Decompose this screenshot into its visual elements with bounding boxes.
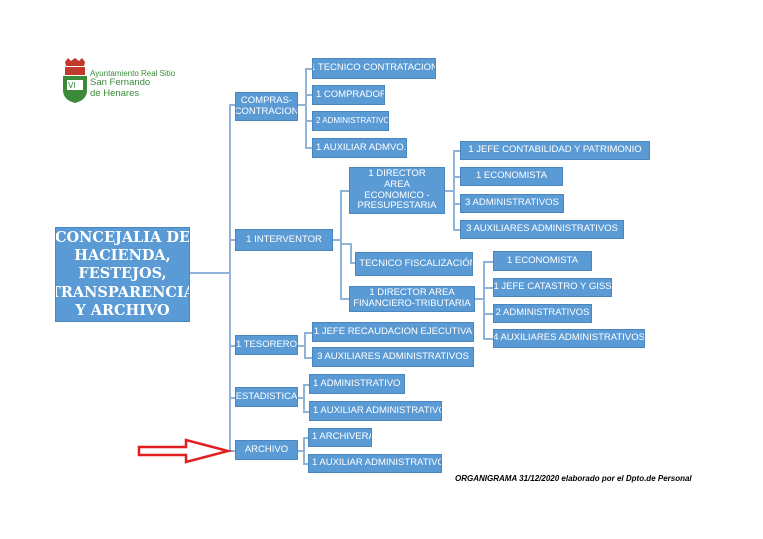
economico-item-1: 1 JEFE CONTABILIDAD Y PATRIMONIO [460, 141, 650, 160]
root-node: CONCEJALIA DE HACIENDA, FESTEJOS, TRANSP… [55, 227, 190, 322]
financiero-item-3: 2 ADMINISTRATIVOS [493, 304, 592, 323]
tesorero-item-1: 1 JEFE RECAUDACION EJECUTIVA [312, 322, 474, 342]
tecnico-fiscalizacion: 1 TECNICO FISCALIZACIÓN [355, 252, 473, 276]
dept-tesorero: 1 TESORERO [235, 335, 298, 355]
estadistica-item-1: 1 ADMINISTRATIVO [309, 374, 405, 394]
estadistica-item-2: 1 AUXILIAR ADMINISTRATIVO [309, 401, 442, 421]
crest-icon: VI [63, 58, 87, 103]
director-financiero: 1 DIRECTOR AREA FINANCIERO-TRIBUTARIA [349, 286, 475, 312]
compras-item-4: 1 AUXILIAR ADMVO. [312, 138, 407, 158]
council-logo: VI Ayuntamiento Real Sitio San Fernando … [60, 58, 190, 104]
compras-item-3: 2 ADMINISTRATIVOS [312, 111, 389, 131]
economico-item-3: 3 ADMINISTRATIVOS [460, 194, 564, 213]
svg-text:VI: VI [68, 81, 76, 90]
dept-estadistica: ESTADISTICA [235, 387, 298, 407]
dept-interventor: 1 INTERVENTOR [235, 229, 333, 251]
director-economico: 1 DIRECTOR AREA ECONOMICO - PRESUPESTARI… [349, 167, 445, 214]
caption: ORGANIGRAMA 31/12/2020 elaborado por el … [455, 474, 692, 483]
financiero-item-4: 4 AUXILIARES ADMINISTRATIVOS [493, 329, 645, 348]
logo-line-1: Ayuntamiento Real Sitio [90, 69, 176, 78]
dept-archivo: ARCHIVO [235, 440, 298, 460]
dept-compras: COMPRAS-CONTRACION [235, 92, 298, 121]
archivo-item-1: 1 ARCHIVERA [308, 428, 372, 447]
tesorero-item-2: 3 AUXILIARES ADMINISTRATIVOS [312, 347, 474, 367]
logo-line-2: San Fernando [90, 77, 151, 89]
economico-item-2: 1 ECONOMISTA [460, 167, 563, 186]
financiero-item-2: 1 JEFE CATASTRO Y GISS [493, 278, 612, 297]
logo-line-3: de Henares [90, 88, 140, 100]
compras-item-1: 1 TECNICO CONTRATACION [312, 58, 436, 79]
financiero-item-1: 1 ECONOMISTA [493, 251, 592, 271]
archivo-item-2: 1 AUXILIAR ADMINISTRATIVO [308, 454, 442, 473]
economico-item-4: 3 AUXILIARES ADMINISTRATIVOS [460, 220, 624, 239]
compras-item-2: 1 COMPRADOR [312, 85, 385, 105]
